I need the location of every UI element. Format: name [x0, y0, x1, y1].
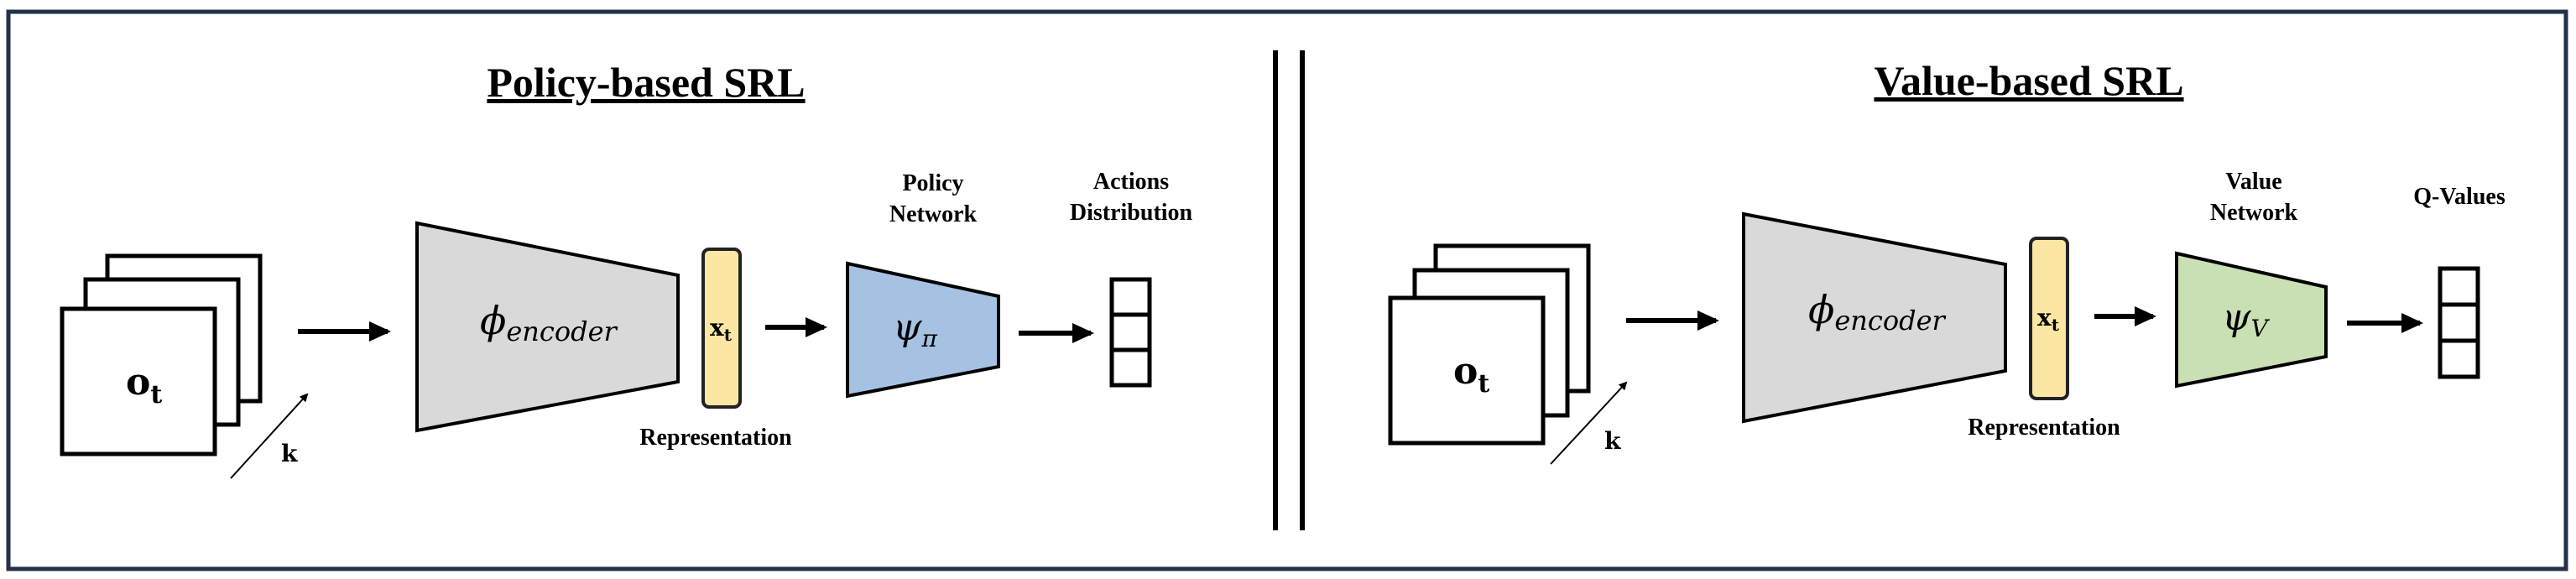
- value-output-cell-3: [2438, 338, 2480, 379]
- policy-output-vector: [1109, 277, 1152, 388]
- policy-observation-label: ot: [126, 361, 162, 409]
- value-network-label: ψV: [2222, 296, 2271, 342]
- policy-panel: Policy-based SRL ot k ϕencoder xt Repres…: [60, 59, 1193, 479]
- value-title: Value-based SRL: [1874, 57, 2183, 104]
- policy-output-cell-1: [1109, 277, 1152, 317]
- policy-network-shape: [846, 261, 1000, 399]
- policy-frame-front: [60, 306, 217, 456]
- policy-representation-symbol: xt: [710, 314, 733, 345]
- value-observation-label: ot: [1453, 350, 1489, 399]
- value-stack-label: k: [1604, 427, 1621, 455]
- policy-network-label: ψπ: [893, 306, 938, 352]
- policy-encoder-shape: [415, 221, 680, 433]
- policy-representation-caption: Representation: [639, 425, 792, 451]
- policy-output-cell-2: [1109, 312, 1152, 352]
- value-output-vector: [2438, 266, 2480, 379]
- value-network-shape: [2175, 251, 2328, 389]
- value-output-title: Q-Values: [2413, 184, 2506, 210]
- policy-network-title-line2: Network: [889, 201, 978, 227]
- value-panel: Value-based SRL ot k ϕencoder xt Represe…: [1388, 57, 2506, 465]
- policy-stack-label: k: [281, 440, 298, 467]
- policy-output-cell-3: [1109, 347, 1152, 388]
- value-encoder-shape: [1742, 211, 2007, 424]
- value-representation-symbol: xt: [2037, 304, 2060, 335]
- value-output-cell-1: [2438, 266, 2480, 307]
- value-network-title-line1: Value: [2225, 169, 2281, 195]
- value-encoder-label: ϕencoder: [1808, 287, 1947, 336]
- policy-title: Policy-based SRL: [487, 59, 805, 106]
- value-representation-caption: Representation: [1968, 415, 2120, 441]
- policy-output-title-line2: Distribution: [1070, 200, 1193, 226]
- policy-observation-stack: ot: [60, 253, 263, 456]
- policy-encoder-label: ϕencoder: [480, 298, 618, 347]
- outer-frame: [6, 9, 2568, 571]
- value-network-title-line2: Network: [2210, 200, 2298, 226]
- policy-stack-arrow: [230, 393, 309, 479]
- value-frame-front: [1388, 295, 1546, 446]
- value-representation-bar: [2029, 237, 2069, 400]
- value-observation-stack: ot: [1388, 243, 1591, 446]
- policy-network-title-line1: Policy: [902, 170, 963, 196]
- policy-representation-bar: [701, 248, 742, 409]
- value-output-cell-2: [2438, 302, 2480, 343]
- policy-output-title-line1: Actions: [1093, 169, 1169, 195]
- value-stack-arrow: [1550, 381, 1628, 465]
